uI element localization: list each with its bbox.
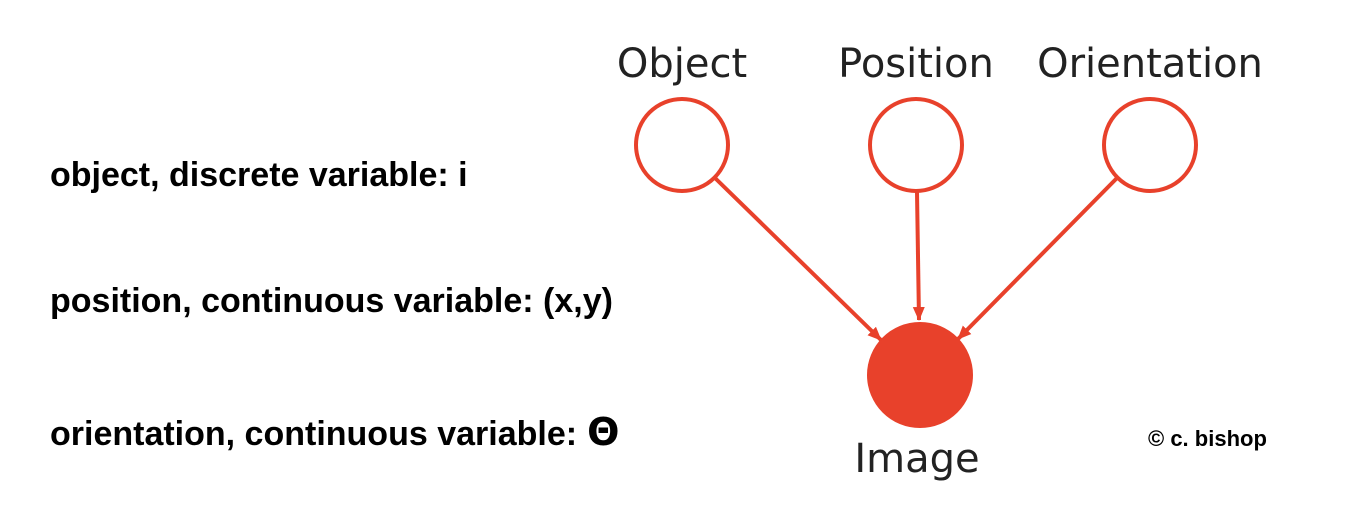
object-node-label: Object: [617, 41, 747, 87]
orientation-node-label: Orientation: [1037, 41, 1263, 87]
orientation-variable-description: orientation, continuous variable:Θ: [50, 412, 619, 454]
edge-object-to-image: [713, 176, 883, 342]
theta-symbol: Θ: [587, 410, 620, 454]
position-variable-description: position, continuous variable: (x,y): [50, 281, 613, 321]
image-node-label: Image: [854, 436, 979, 482]
orientation-variable-text: orientation, continuous variable:: [50, 415, 578, 453]
copyright-credit: © c. bishop: [1148, 426, 1267, 451]
orientation-node: [1102, 97, 1198, 193]
object-variable-text: object, discrete variable: i: [50, 156, 468, 194]
position-variable-text: position, continuous variable: (x,y): [50, 282, 613, 320]
object-node: [634, 97, 730, 193]
edge-position-to-image: [912, 191, 925, 321]
position-node-label: Position: [838, 41, 994, 87]
image-node: [867, 322, 973, 428]
position-node: [868, 97, 964, 193]
edge-orientation-to-image: [956, 176, 1119, 341]
object-variable-description: object, discrete variable: i: [50, 155, 468, 195]
